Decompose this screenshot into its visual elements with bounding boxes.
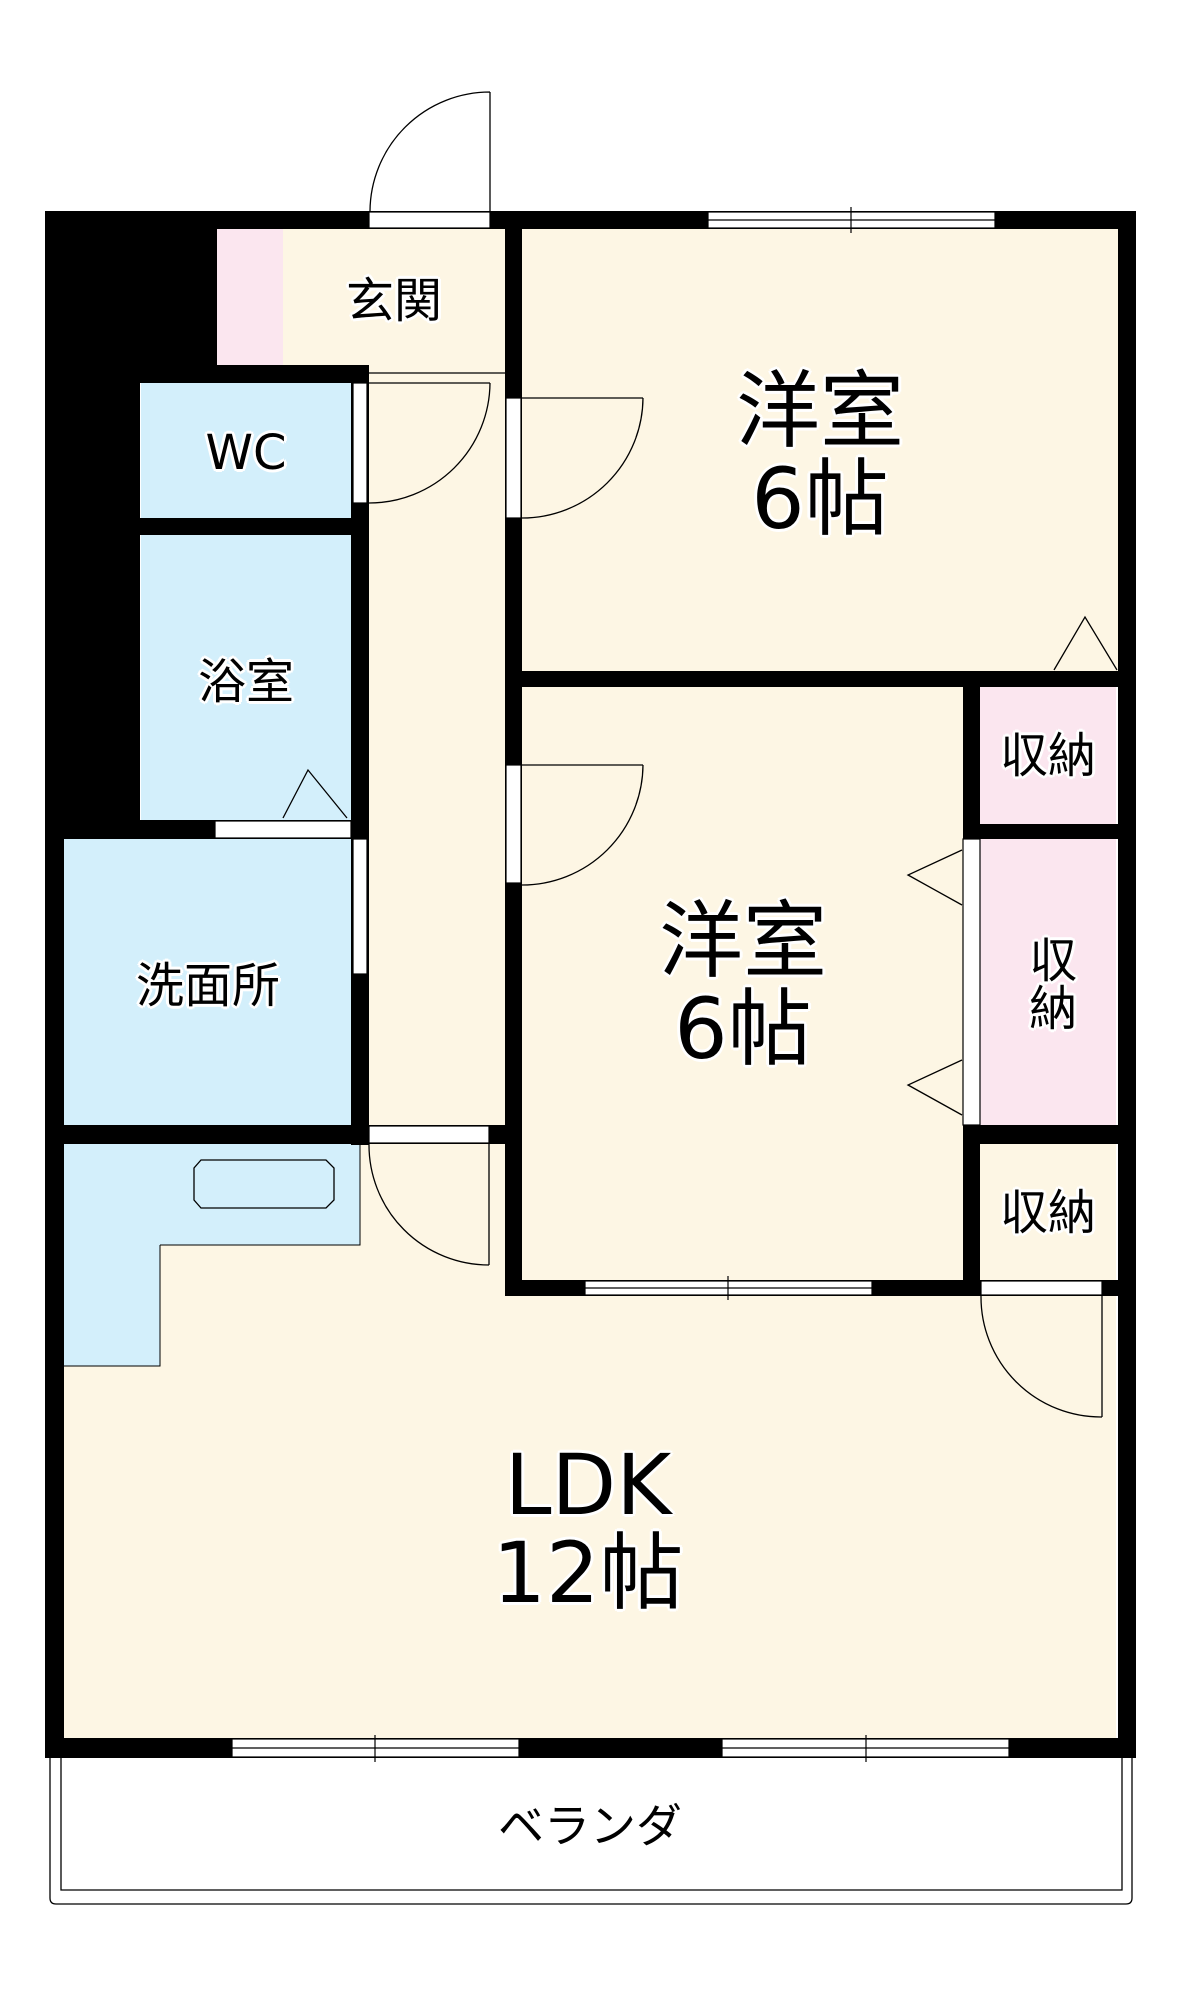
west1-door-frame: [505, 397, 522, 519]
room-name: 洋室: [735, 361, 905, 460]
storage2-door: [962, 838, 981, 1126]
wall-wc-bath: [140, 518, 351, 535]
west1-door-swing: [521, 397, 644, 519]
wall-storage1: [963, 824, 1136, 839]
wall-top-left-block: [45, 211, 217, 365]
genkan-floor: [283, 229, 505, 365]
genkan-storage: [217, 229, 283, 365]
storage3-door-frame: [980, 1280, 1103, 1296]
room-name: 洋室: [658, 891, 828, 990]
west2-door-frame: [505, 764, 522, 884]
room-label-balcony: ベランダ: [498, 1798, 682, 1853]
washroom-floor: [64, 839, 351, 1125]
ldk-door-frame: [368, 1125, 490, 1144]
room-size: 6帖: [751, 450, 889, 548]
room-size: 12帖: [492, 1524, 684, 1622]
wc-door-swing: [368, 382, 491, 504]
closet-marker-1: [1053, 615, 1118, 671]
wall-west1-west2: [505, 671, 1136, 687]
wall-right: [1118, 211, 1136, 1758]
entrance-door-swing: [369, 91, 491, 212]
bath-door-frame: [214, 820, 352, 839]
sink-icon: [193, 1159, 335, 1209]
closet-marker-3: [906, 1059, 963, 1116]
wall-storage2: [963, 1125, 1136, 1144]
bath-marker: [282, 768, 348, 819]
bath-floor: [141, 535, 351, 820]
wall-genkan-bottom: [140, 365, 369, 383]
storage2-floor: [980, 839, 1116, 1125]
room-label-wc: WC: [205, 424, 287, 481]
hallway-floor: [369, 365, 505, 1145]
western1-floor: [522, 229, 1120, 671]
room-label-storage3: 収納: [999, 1184, 1097, 1241]
closet-marker-2: [906, 849, 963, 906]
west2-door-swing: [521, 764, 644, 886]
room-label-storage1: 収納: [999, 727, 1097, 784]
storage3-door-swing: [980, 1295, 1103, 1418]
room-label-genkan: 玄関: [345, 272, 443, 329]
wash-door-frame: [352, 838, 368, 975]
wc-floor: [141, 383, 351, 518]
room-name: LDK: [504, 1435, 672, 1534]
room-label-washroom: 洗面所: [135, 957, 281, 1014]
room-size: 6帖: [674, 980, 812, 1078]
kitchen-counter-side: [64, 1245, 160, 1366]
balcony-rail-inner: [60, 1758, 1123, 1891]
openings: [214, 207, 1103, 1762]
balcony-rail-outer: [49, 1758, 1133, 1905]
door-swings: [49, 91, 1133, 1905]
room-label-storage2: 収納: [1020, 935, 1077, 1031]
room-label-bath: 浴室: [197, 653, 295, 710]
entrance-door-frame: [368, 211, 491, 229]
ldk-door-swing: [368, 1143, 490, 1266]
wc-door-frame: [352, 382, 368, 504]
kitchen-counter: [64, 1144, 360, 1245]
wall-left: [45, 826, 64, 1758]
storage1-floor: [980, 687, 1116, 824]
